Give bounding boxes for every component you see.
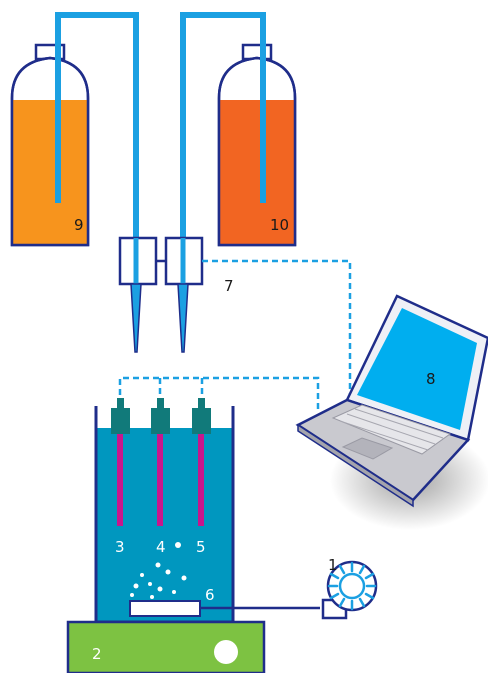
magnetic-stirrer: [66, 620, 266, 673]
valves: [118, 236, 204, 286]
label-stir-bar: 6: [205, 586, 215, 604]
bottle-left: [10, 43, 90, 247]
nozzles: [130, 283, 189, 353]
labels: 9 10 7 8 3 4 5 6 1 2: [74, 216, 436, 663]
tube-left: [55, 12, 139, 262]
bottle-right-liquid: [220, 100, 294, 244]
gas-bubbles: [130, 542, 187, 599]
bottle-right: [217, 43, 297, 247]
electrode-3: [111, 398, 130, 526]
pump: [321, 560, 378, 620]
cable-valves-laptop: [202, 259, 352, 400]
stirrer-knob: [214, 640, 238, 664]
label-bottle-left: 9: [74, 216, 84, 234]
stir-bar: [129, 600, 201, 617]
label-electrode-4: 4: [156, 538, 166, 556]
electrodes: [111, 398, 211, 526]
label-pump: 1: [328, 556, 338, 574]
label-valves: 7: [224, 277, 234, 295]
laptop-screen: [357, 308, 477, 430]
label-laptop: 8: [426, 370, 436, 388]
label-electrode-3: 3: [115, 538, 125, 556]
electrode-5: [192, 398, 211, 526]
tube-right: [180, 12, 266, 262]
electrode-4: [151, 398, 170, 526]
label-stirrer: 2: [92, 645, 102, 663]
tubing: [55, 12, 266, 262]
bottle-left-liquid: [13, 100, 87, 244]
laptop: [295, 294, 488, 530]
label-electrode-5: 5: [196, 538, 206, 556]
cable-electrodes-laptop: [118, 376, 320, 412]
label-bottle-right: 10: [270, 216, 289, 234]
